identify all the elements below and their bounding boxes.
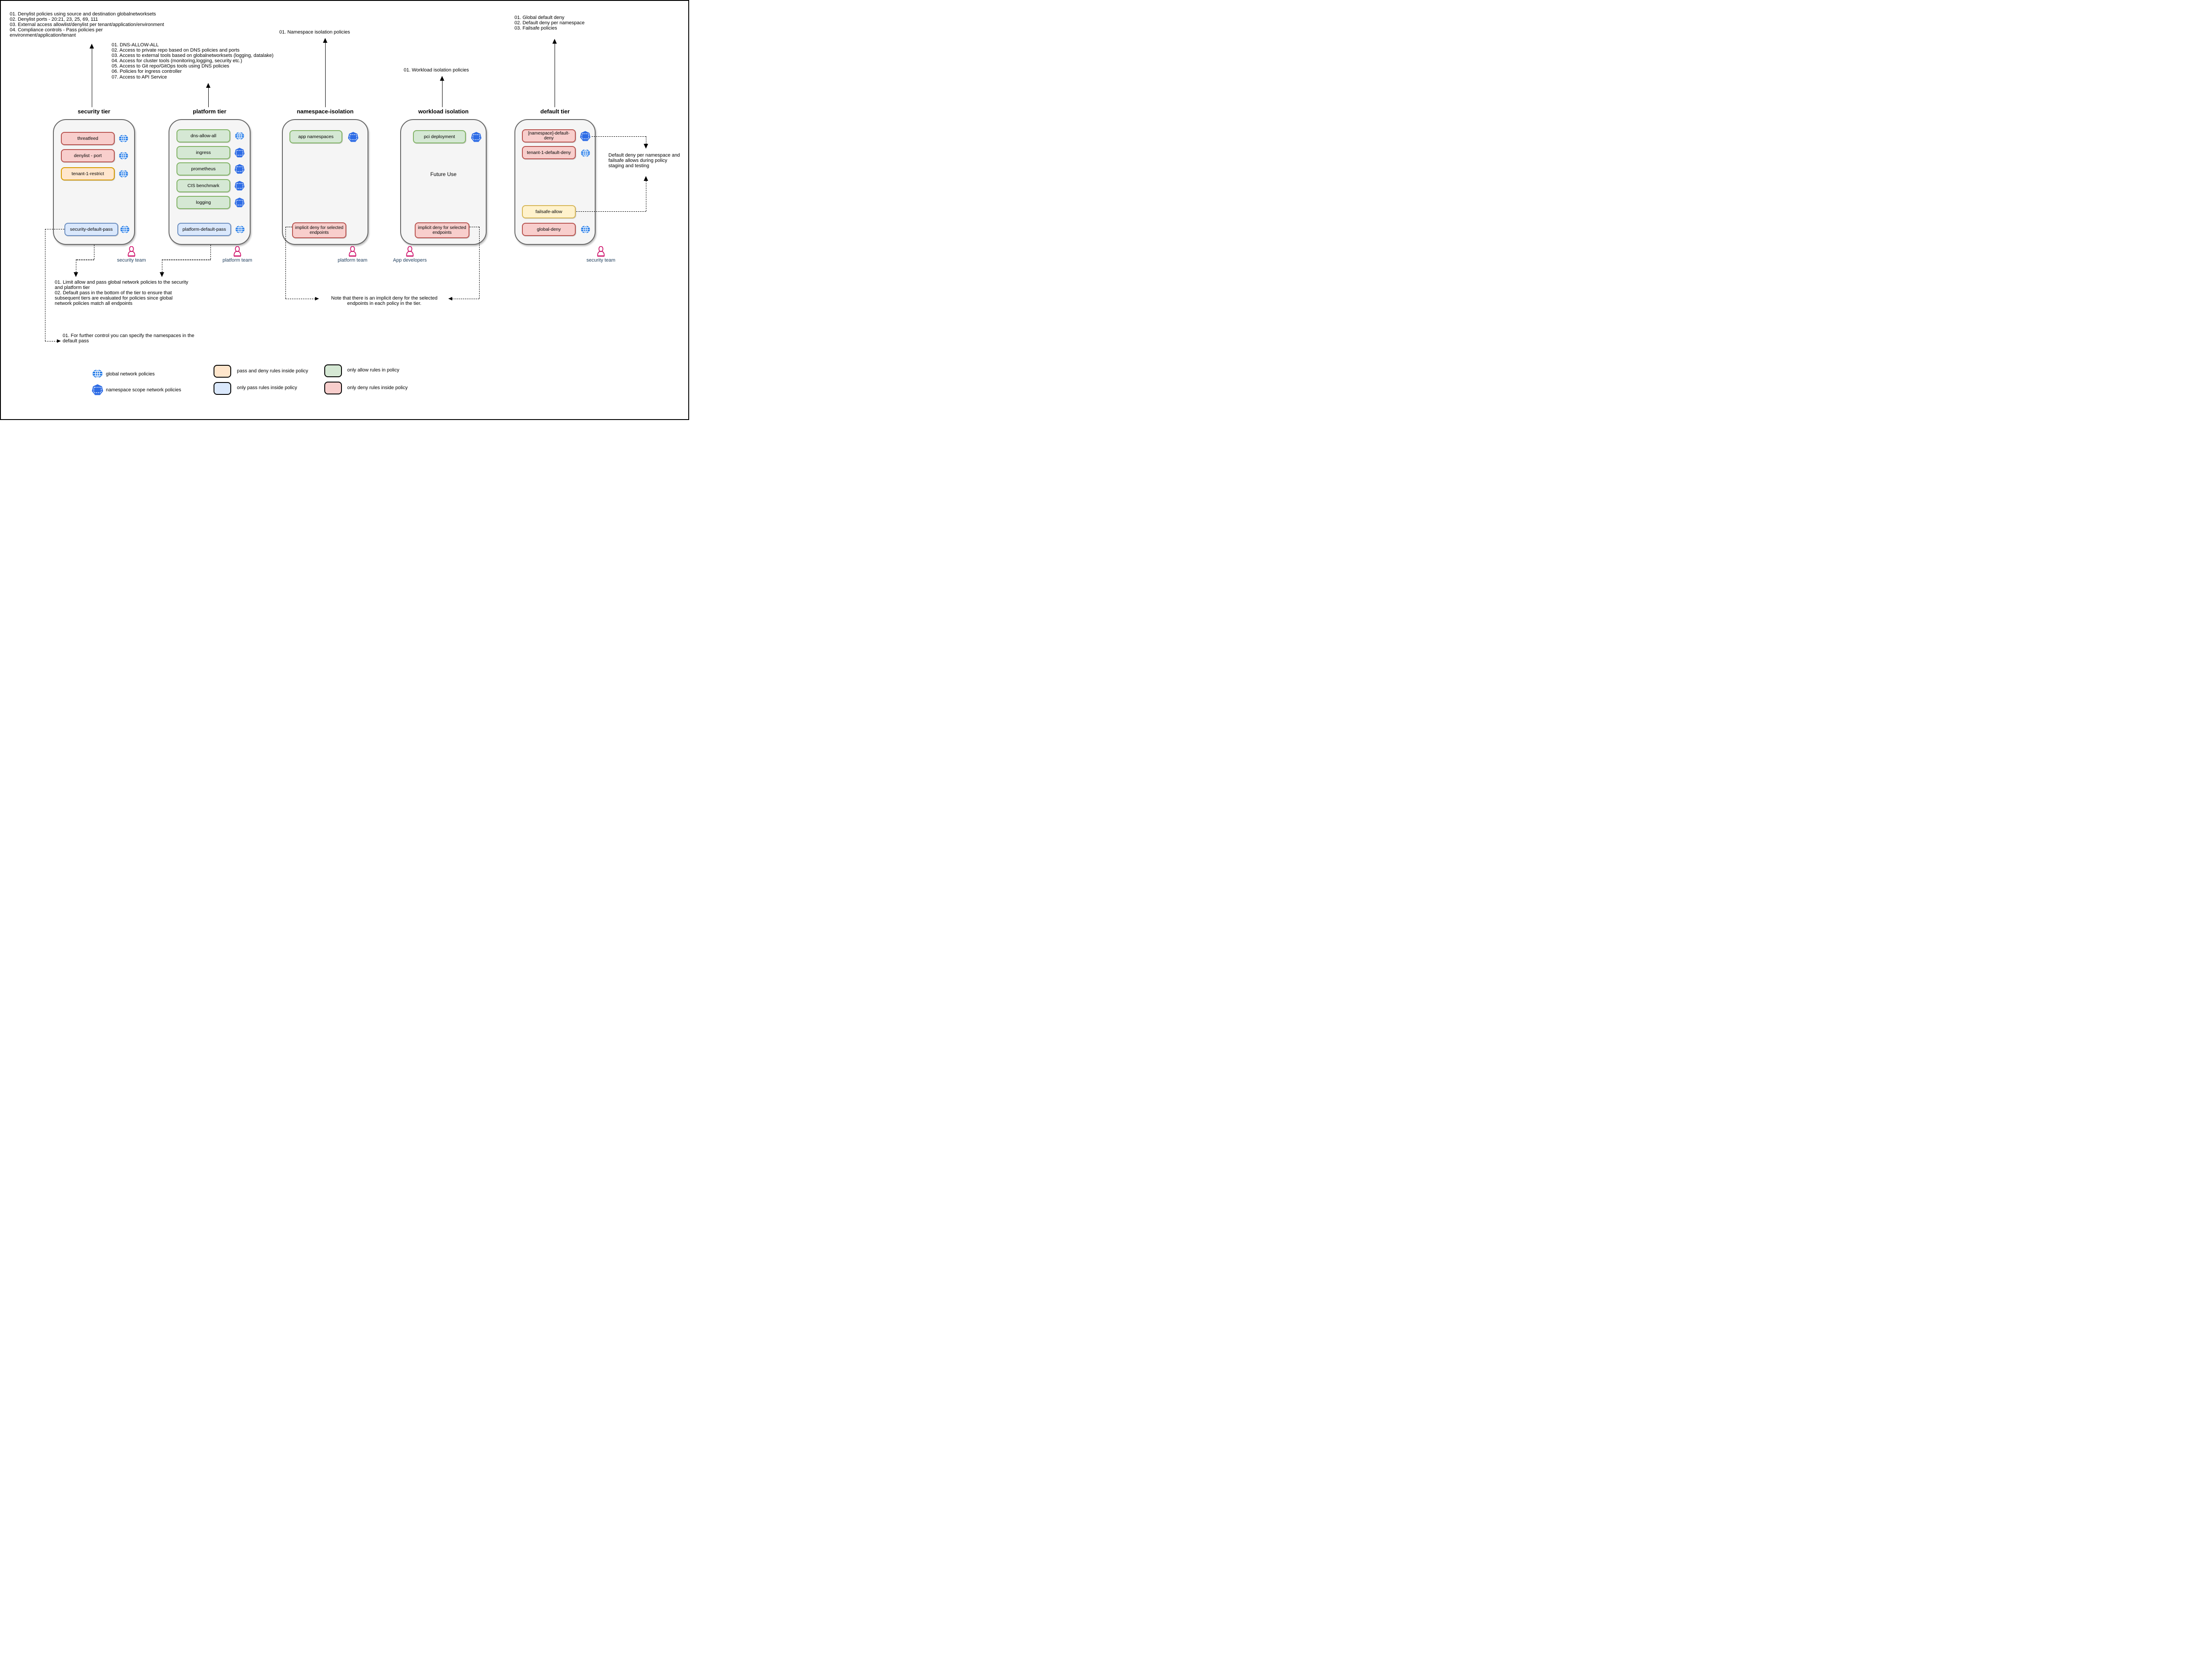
security-tier-notes: 01. Denylist policies using source and d… [10,11,164,38]
future-use-label: Future Use [430,171,457,177]
team-label-default: security team [586,258,615,263]
policy-implicit-deny-workload: implicit deny for selected endpoints [415,222,469,238]
default-deny-staging-note: Default deny per namespace and failsafe … [608,153,680,169]
team-label-security: security team [117,258,146,263]
policy-tenant-1-restrict: tenant-1-restrict [61,167,115,180]
legend-label-global: global network policies [106,371,155,377]
namespace-icon [580,131,591,141]
namespace-icon [234,148,245,158]
platform-tier-notes: 01. DNS-ALLOW-ALL 02. Access to private … [112,42,274,80]
namespace-icon [348,132,359,142]
namespace-icon [92,384,103,395]
legend-swatch-pass-deny [214,365,231,378]
namespace-icon [234,198,245,207]
person-icon [233,246,242,257]
further-control-note: 01. For further control you can specify … [63,333,195,344]
person-icon [597,246,605,257]
policy-prometheus: prometheus [176,162,230,176]
legend-swatch-pass [214,382,231,395]
team-label-namespace-isolation: platform team [338,258,368,263]
namespace-icon [234,164,245,174]
policy-threatfeed: threatfeed [61,132,115,145]
globe-icon [119,170,128,178]
legend-swatch-deny [324,382,342,394]
legend-label-deny: only deny rules inside policy [347,385,408,390]
policy-ingress: ingress [176,146,230,159]
tier-title-platform: platform tier [193,108,226,115]
policy-cis-benchmark: CIS benchmark [176,179,230,192]
team-label-workload-isolation: App developers [393,258,427,263]
policy-pci-deployment: pci deployment [413,130,466,143]
legend-label-pass-deny: pass and deny rules inside policy [237,368,308,374]
globe-icon [120,225,130,233]
legend-label-pass: only pass rules inside policy [237,385,297,390]
namespace-isolation-note: 01. Namespace isolation policies [279,30,350,35]
namespace-icon [234,181,245,191]
namespace-icon [471,132,482,142]
policy-denylist-port: denylist - port [61,149,115,162]
globe-icon [581,149,590,157]
team-label-platform: platform team [222,258,252,263]
tier-title-security: security tier [78,108,110,115]
policy-global-deny: global-deny [522,223,576,236]
network-policy-tiers-diagram: 01. Denylist policies using source and d… [0,0,689,420]
policy-dns-allow-all: dns-allow-all [176,129,230,142]
globe-icon [581,225,590,233]
globe-icon [119,135,128,142]
policy-failsafe-allow: failsafe-allow [522,205,576,218]
policy-logging: logging [176,196,230,209]
implicit-deny-note: Note that there is an implicit deny for … [331,296,438,307]
tier-title-namespace-isolation: namespace-isolation [296,108,354,115]
policy-platform-default-pass: platform-default-pass [177,223,231,236]
legend-swatch-allow [324,364,342,377]
tier-title-default: default tier [540,108,570,115]
policy-namespace-default-deny: [namespace]-default-deny [522,129,576,142]
person-icon [348,246,357,257]
workload-isolation-note: 01. Workload isolation policies [404,68,469,73]
globe-icon [119,152,128,160]
default-tier-notes: 01. Global default deny 02. Default deny… [514,15,585,31]
globe-icon [235,225,245,233]
person-icon [127,246,136,257]
limit-allow-pass-note: 01. Limit allow and pass global network … [55,280,188,307]
legend-label-allow: only allow rules in policy [347,368,399,373]
legend-label-namespace-scope: namespace scope network policies [106,387,181,393]
globe-icon [92,369,103,378]
tier-title-workload-isolation: workload isolation [418,108,469,115]
policy-security-default-pass: security-default-pass [64,223,118,236]
policy-tenant-1-default-deny: tenant-1-default-deny [522,146,576,159]
policy-app-namespaces: app namespaces [289,130,342,143]
globe-icon [235,132,244,140]
policy-implicit-deny-namespace: implicit deny for selected endpoints [292,222,346,238]
person-icon [405,246,414,257]
